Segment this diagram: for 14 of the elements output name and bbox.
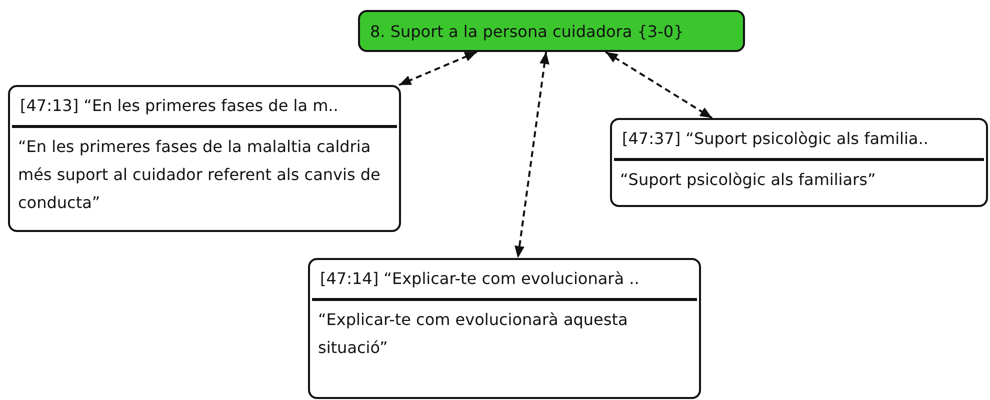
quotation-heading: [47:14] “Explicar-te com evolucionarà ..	[312, 260, 697, 301]
quotation-text: “En les primeres fases de la malaltia caldria més suport al cuidador referent als canvis de conducta”	[17, 136, 382, 214]
double-arrow	[605, 51, 713, 119]
quotation-heading: [47:37] “Suport psicològic als familia..	[614, 120, 984, 161]
quotation-card	[308, 258, 701, 399]
double-arrow	[398, 51, 478, 86]
quotation-card	[8, 85, 401, 232]
double-arrow	[514, 52, 550, 258]
quotation-heading: [47:13] “En les primeres fases de la m..	[12, 87, 397, 128]
quotation-text: “Explicar-te com evolucionarà aquesta situació”	[317, 309, 629, 359]
quotation-card	[610, 118, 988, 207]
code-title: 8. Suport a la persona cuidadora {3-0}	[370, 22, 684, 40]
code-box	[358, 10, 745, 52]
quotation-text: “Suport psicològic als familiars”	[619, 169, 877, 191]
